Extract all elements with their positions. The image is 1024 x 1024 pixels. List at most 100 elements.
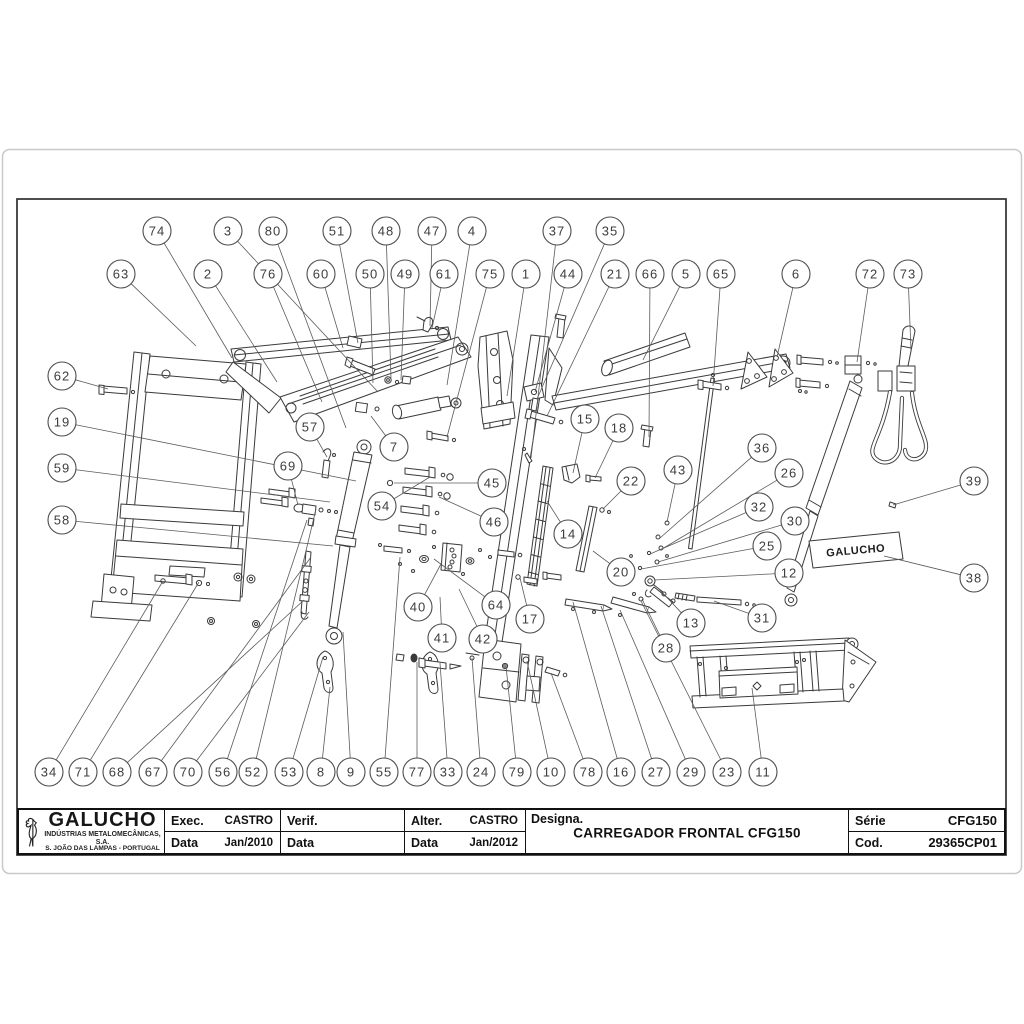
decal-text: GALUCHO: [826, 542, 886, 559]
balloon-30: [780, 506, 810, 536]
alter-cell: Alter. CASTRO Data Jan/2012: [405, 810, 526, 853]
balloon-11: [748, 757, 778, 787]
balloon-number-76: 76: [260, 267, 276, 282]
balloon-number-54: 54: [374, 499, 390, 514]
balloon-40: [403, 592, 433, 622]
leader-line-69: [291, 479, 299, 506]
leader-line-56: [227, 519, 308, 759]
leader-line-72: [856, 287, 869, 363]
balloon-66: [635, 259, 665, 289]
balloon-number-21: 21: [607, 267, 623, 282]
triangle-plates-and-bolts: [740, 348, 897, 509]
balloon-number-47: 47: [424, 224, 440, 239]
balloon-64: [481, 590, 511, 620]
balloon-number-40: 40: [410, 600, 426, 615]
leader-line-47: [429, 244, 433, 327]
balloon-number-61: 61: [436, 267, 452, 282]
balloon-42: [468, 624, 498, 654]
leader-line-66: [648, 287, 651, 438]
balloon-15: [570, 404, 600, 434]
balloon-32: [744, 492, 774, 522]
leader-line-14: [546, 500, 561, 523]
balloon-50: [355, 259, 385, 289]
balloon-number-36: 36: [754, 441, 770, 456]
main-lift-cylinder: [325, 439, 373, 645]
leader-line-62: [75, 379, 109, 390]
verif-cell: Verif. Data: [281, 810, 405, 853]
balloon-51: [322, 216, 352, 246]
balloon-20: [606, 557, 636, 587]
balloon-number-66: 66: [642, 267, 658, 282]
leader-line-35: [536, 243, 605, 400]
balloon-number-15: 15: [577, 412, 593, 427]
balloon-number-34: 34: [41, 765, 57, 780]
alter-value: CASTRO: [469, 814, 518, 827]
balloon-number-72: 72: [862, 267, 878, 282]
balloon-77: [402, 757, 432, 787]
leader-line-79: [505, 665, 516, 759]
balloon-number-30: 30: [787, 514, 803, 529]
balloon-number-23: 23: [719, 765, 735, 780]
balloon-67: [138, 757, 168, 787]
balloon-46: [479, 507, 509, 537]
balloon-58: [47, 505, 77, 535]
balloon-47: [417, 216, 447, 246]
mount-bracket-tower: [477, 330, 516, 430]
balloon-1: [511, 259, 541, 289]
leader-line-37: [530, 244, 556, 459]
balloon-number-22: 22: [623, 474, 639, 489]
verif-date-label: Data: [287, 835, 315, 850]
leader-line-12: [653, 573, 776, 581]
balloon-39: [959, 466, 989, 496]
balloon-number-32: 32: [751, 500, 767, 515]
balloon-number-19: 19: [54, 415, 70, 430]
balloon-49: [390, 259, 420, 289]
balloon-number-27: 27: [648, 765, 664, 780]
designation-cell: Designa. CARREGADOR FRONTAL CFG150: [526, 810, 849, 853]
leader-line-60: [324, 287, 344, 349]
leader-line-28: [641, 598, 661, 636]
balloon-number-55: 55: [376, 765, 392, 780]
leader-line-21: [546, 286, 610, 417]
balloon-number-24: 24: [473, 765, 489, 780]
leader-line-61: [431, 287, 442, 329]
balloon-number-14: 14: [560, 527, 576, 542]
balloon-13: [676, 608, 706, 638]
balloon-44: [553, 259, 583, 289]
leader-line-76: [273, 286, 323, 403]
balloon-number-49: 49: [397, 267, 413, 282]
tilt-cylinder: [354, 395, 462, 420]
bucket-frame: [689, 637, 877, 709]
leader-line-58: [75, 520, 334, 547]
leader-line-46: [438, 496, 482, 517]
balloon-18: [604, 413, 634, 443]
leader-line-63: [130, 283, 197, 347]
balloon-3: [213, 216, 243, 246]
sheet-outer-border: [1, 148, 1023, 875]
drawing-frame: [16, 198, 1007, 856]
balloon-27: [641, 757, 671, 787]
leader-line-53: [292, 656, 324, 759]
balloon-5: [671, 259, 701, 289]
balloon-number-80: 80: [265, 224, 281, 239]
leader-line-10: [526, 660, 549, 759]
balloon-7: [379, 432, 409, 462]
leader-line-13: [657, 587, 682, 614]
leader-line-19: [75, 424, 357, 482]
leader-line-17: [519, 577, 528, 606]
boom-arm-assembly: [225, 326, 472, 423]
balloon-22: [616, 466, 646, 496]
balloon-62: [47, 361, 77, 391]
balloon-number-62: 62: [54, 369, 70, 384]
balloon-number-5: 5: [682, 267, 690, 282]
leader-line-26: [661, 479, 778, 550]
balloon-number-77: 77: [409, 765, 425, 780]
balloon-number-33: 33: [440, 765, 456, 780]
balloon-65: [706, 259, 736, 289]
alter-label: Alter.: [411, 813, 443, 828]
balloon-number-44: 44: [560, 267, 576, 282]
balloon-38: [959, 563, 989, 593]
exec-value: CASTRO: [224, 814, 273, 827]
